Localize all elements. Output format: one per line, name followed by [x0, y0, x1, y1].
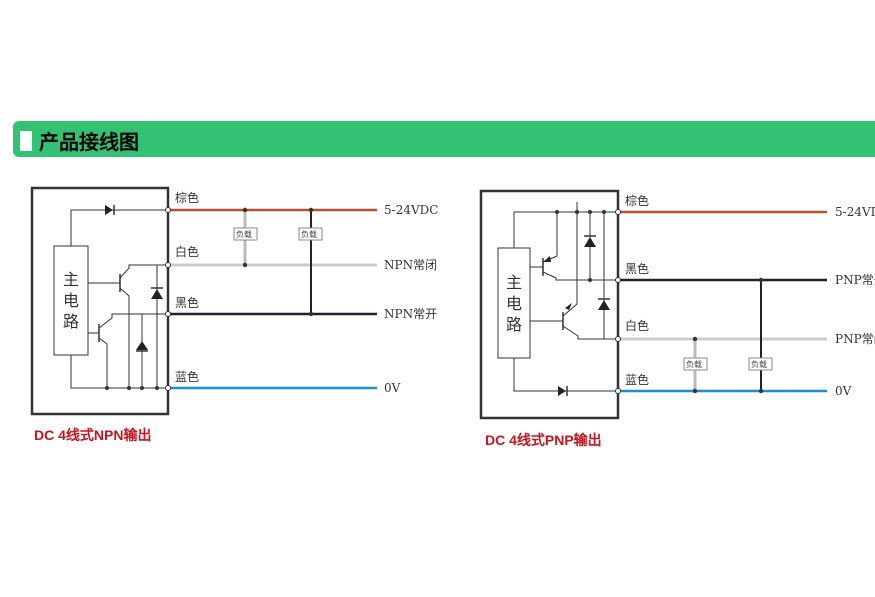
terminal-label: 5-24VDC [384, 203, 438, 217]
diode-icon [105, 205, 113, 215]
load-label: 负载 [301, 229, 317, 239]
main-circuit-label: 电 [506, 294, 522, 313]
pnp-load-1 [683, 357, 708, 371]
diode-icon [136, 341, 148, 350]
section-header-bar: 产品接线图 [13, 121, 875, 157]
wire-label-white: 白色 [175, 244, 199, 259]
npn-load-2 [298, 227, 323, 241]
wire-label-black: 黑色 [175, 296, 199, 310]
wire-label-blue: 蓝色 [175, 370, 199, 384]
npn-diagram [30, 186, 377, 416]
header-marker [20, 131, 32, 151]
terminal-label: PNP常闭 [835, 332, 875, 346]
main-circuit-label: 路 [63, 312, 79, 331]
terminal-label: NPN常闭 [384, 258, 437, 272]
diode-icon [151, 289, 163, 299]
wire-label-white: 白色 [625, 318, 649, 333]
diode-icon [584, 237, 596, 247]
wire-label-brown: 棕色 [625, 193, 649, 208]
terminal-label: NPN常开 [384, 307, 437, 321]
pnp-load-2 [748, 357, 773, 371]
load-label: 负载 [686, 359, 702, 369]
pnp-caption: DC 4线式PNP输出 [485, 432, 602, 448]
diode-icon [558, 386, 566, 396]
npn-load-1 [233, 227, 258, 241]
main-circuit-label: 主 [506, 273, 522, 292]
load-label: 负载 [751, 359, 767, 369]
terminal-label: 0V [835, 384, 852, 398]
diode-icon [598, 300, 610, 310]
section-title: 产品接线图 [39, 130, 139, 154]
npn-sensor-box [30, 186, 170, 416]
pnp-diagram [479, 189, 827, 420]
terminal-label: PNP常开 [835, 273, 875, 287]
main-circuit-label: 路 [506, 315, 522, 334]
npn-caption: DC 4线式NPN输出 [34, 427, 151, 443]
pnp-sensor-box [479, 189, 620, 420]
wire-label-blue: 蓝色 [625, 373, 649, 387]
load-label: 负载 [236, 229, 252, 239]
terminal-label: 0V [384, 381, 401, 395]
main-circuit-label: 电 [63, 291, 79, 310]
wire-label-brown: 棕色 [175, 190, 199, 205]
npn-main-circuit-box [53, 245, 89, 356]
main-circuit-label: 主 [63, 270, 79, 289]
wire-label-black: 黑色 [625, 262, 649, 276]
terminal-label: 5-24VDC [835, 205, 875, 219]
pnp-main-circuit-box [497, 247, 531, 359]
